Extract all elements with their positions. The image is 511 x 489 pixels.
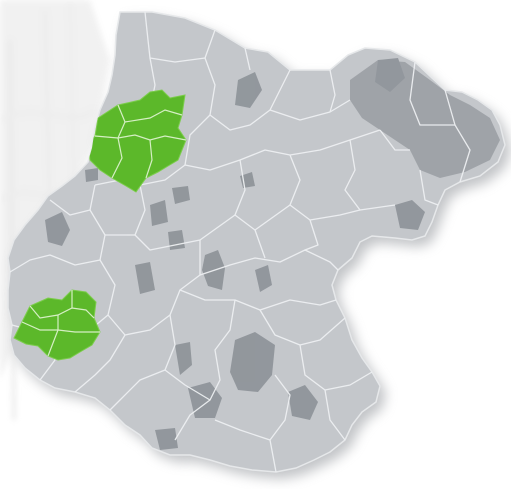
urban-area-center-4	[150, 200, 168, 226]
region-north-west-inner-borders	[94, 104, 187, 179]
urban-areas	[45, 58, 500, 450]
urban-area-south-5	[155, 428, 178, 450]
region-south-west-shape[interactable]	[13, 289, 101, 361]
urban-area-south-1	[230, 332, 275, 392]
urban-area-center-5	[168, 230, 185, 250]
urban-area-small-2	[85, 168, 98, 182]
urban-area-west	[45, 212, 70, 246]
urban-area-south-2	[175, 342, 192, 375]
region-south-west-inner-borders	[21, 290, 100, 357]
urban-area-mid-west	[135, 262, 155, 294]
region-north-west[interactable]	[87, 89, 187, 193]
region-south-west[interactable]	[13, 289, 101, 361]
urban-area-south-4	[288, 385, 318, 420]
urban-area-center-2	[255, 265, 272, 292]
urban-area-east	[395, 200, 425, 230]
urban-area-northeast-2	[375, 58, 405, 92]
urban-area-south-3	[188, 382, 222, 418]
region-north-west-shape[interactable]	[87, 89, 187, 193]
urban-area-north	[235, 72, 262, 108]
urban-area-center-3	[172, 186, 190, 204]
